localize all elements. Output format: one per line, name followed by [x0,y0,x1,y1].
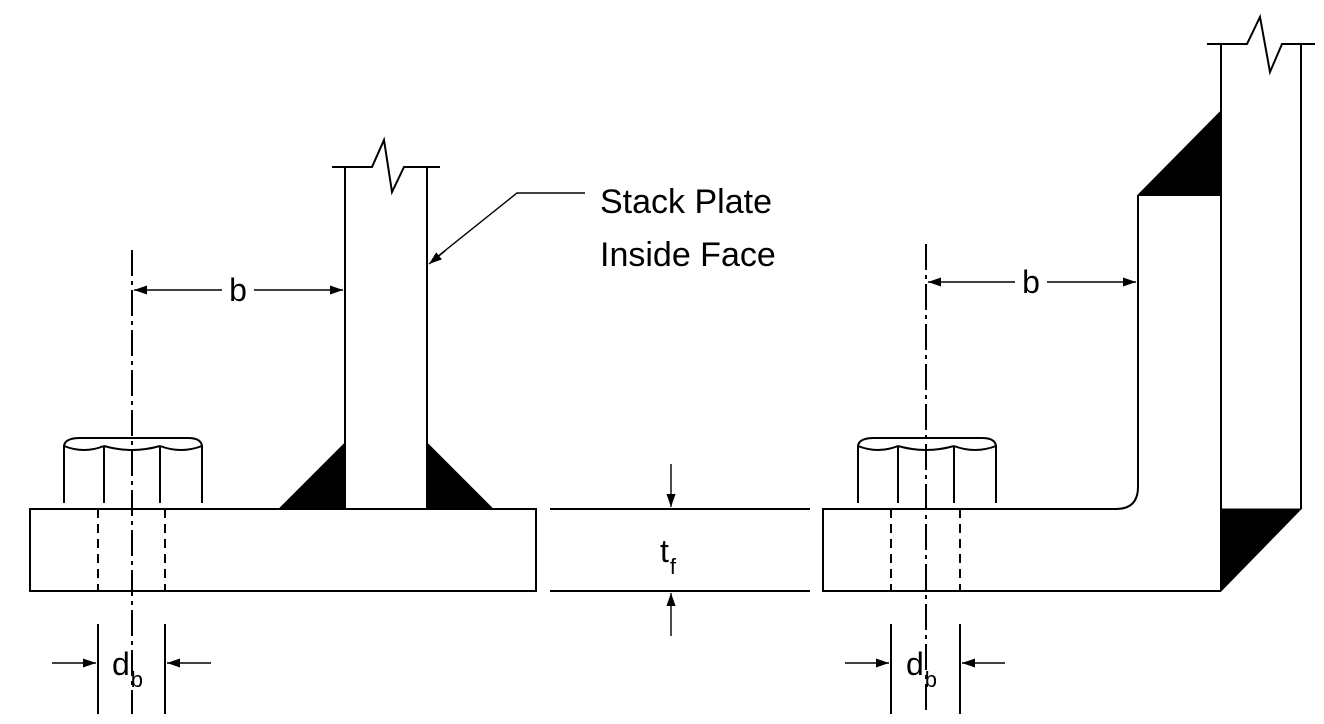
stack-plate-callout: Stack Plate Inside Face [428,183,776,274]
left-detail: b db [29,136,537,714]
left-break-line [332,136,440,196]
left-flange-plate [29,508,537,592]
left-nut-arc-2 [103,445,161,451]
left-db-label: db [112,646,143,692]
left-nut [63,437,203,503]
left-nut-arc-3 [159,445,203,451]
right-weld-lower [1220,508,1303,593]
right-flange-outline [822,195,1221,592]
callout-leader-line [431,192,585,262]
right-break-line [1207,13,1315,76]
thickness-label: tf [660,533,677,579]
left-weld-outer [277,441,346,510]
callout-text-line-2: Inside Face [600,236,776,274]
right-nut [857,437,997,503]
right-weld-upper [1136,109,1222,196]
right-db-label: db [906,646,937,692]
right-b-label: b [1022,264,1040,300]
right-detail: b db [822,13,1315,714]
thickness-dimension: tf [550,464,810,636]
left-weld-inner [426,441,495,510]
right-nut-arc-1 [857,445,899,451]
left-b-label: b [229,272,247,308]
left-nut-arc-1 [63,445,105,451]
right-nut-arc-3 [953,445,997,451]
callout-arrow [428,250,446,265]
callout-text-line-1: Stack Plate [600,183,772,221]
